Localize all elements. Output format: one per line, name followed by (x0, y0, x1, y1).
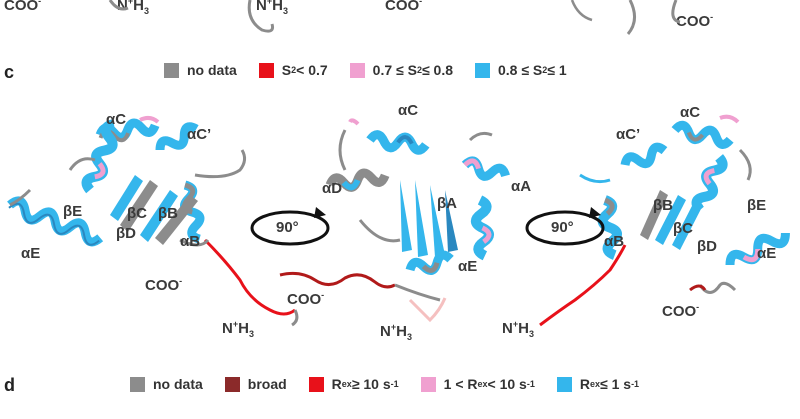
right-label-bB: βB (653, 197, 673, 214)
middle-label-bA: βA (437, 195, 457, 212)
right-label-bD: βD (697, 238, 717, 255)
top-nh3-mid-label: N+H3 (256, 0, 288, 16)
legend-c-no-data: no data (164, 62, 237, 78)
legend-swatch-pink (420, 376, 436, 392)
right-label-bE: βE (747, 197, 767, 214)
left-label-aC: αC (106, 111, 127, 128)
left-label-coo: COO- (145, 276, 183, 294)
rotation-label-right: 90° (551, 219, 574, 236)
legend-swatch-blue (475, 62, 490, 78)
top-coo-right-label: COO- (676, 12, 714, 30)
left-label-bE: βE (63, 203, 83, 220)
left-label-bB: βB (158, 205, 178, 222)
rotation-label-left: 90° (276, 219, 299, 236)
rotation-arrow-right (525, 207, 605, 246)
top-coo-mid-label: COO- (385, 0, 423, 14)
legend-d-no-data: no data (130, 376, 203, 392)
middle-label-nh3: N+H3 (380, 322, 412, 342)
right-label-aB: αB (604, 233, 625, 250)
middle-label-aA: αA (511, 178, 532, 195)
panel-d-letter: d (4, 375, 15, 395)
middle-label-aD: αD (322, 180, 343, 197)
legend-swatch-red (258, 62, 274, 78)
right-label-aCprime: αC’ (616, 126, 641, 143)
right-structure (539, 114, 790, 327)
left-label-aE: αE (21, 245, 41, 262)
middle-label-aC: αC (398, 102, 419, 119)
left-label-aB: αB (180, 233, 201, 250)
right-label-aC: αC (680, 104, 701, 121)
legend-swatch-blue (556, 376, 572, 392)
right-label-nh3: N+H3 (502, 319, 534, 339)
left-label-nh3: N+H3 (222, 319, 254, 339)
panel-c-letter: c (4, 62, 15, 82)
middle-structure (279, 118, 510, 323)
top-nh3-left-label: N+H3 (117, 0, 149, 16)
legend-swatch-darkred (224, 376, 240, 392)
middle-label-coo: COO- (287, 290, 325, 308)
right-label-aE: αE (757, 245, 777, 262)
legend-swatch-gray (164, 62, 179, 78)
legend-swatch-red (308, 376, 324, 392)
rotation-arrow-left (250, 207, 330, 246)
top-coo-left-label: COO- (4, 0, 42, 14)
left-label-bD: βD (116, 225, 136, 242)
legend-swatch-pink (349, 62, 365, 78)
left-label-aCprime: αC’ (187, 126, 212, 143)
right-label-bC: βC (673, 220, 693, 237)
legend-d-broad: broad (224, 376, 287, 392)
left-label-bC: βC (127, 205, 147, 222)
right-label-coo: COO- (662, 302, 700, 320)
legend-swatch-gray (130, 376, 145, 392)
left-structure (7, 115, 299, 327)
middle-label-aE: αE (458, 258, 478, 275)
